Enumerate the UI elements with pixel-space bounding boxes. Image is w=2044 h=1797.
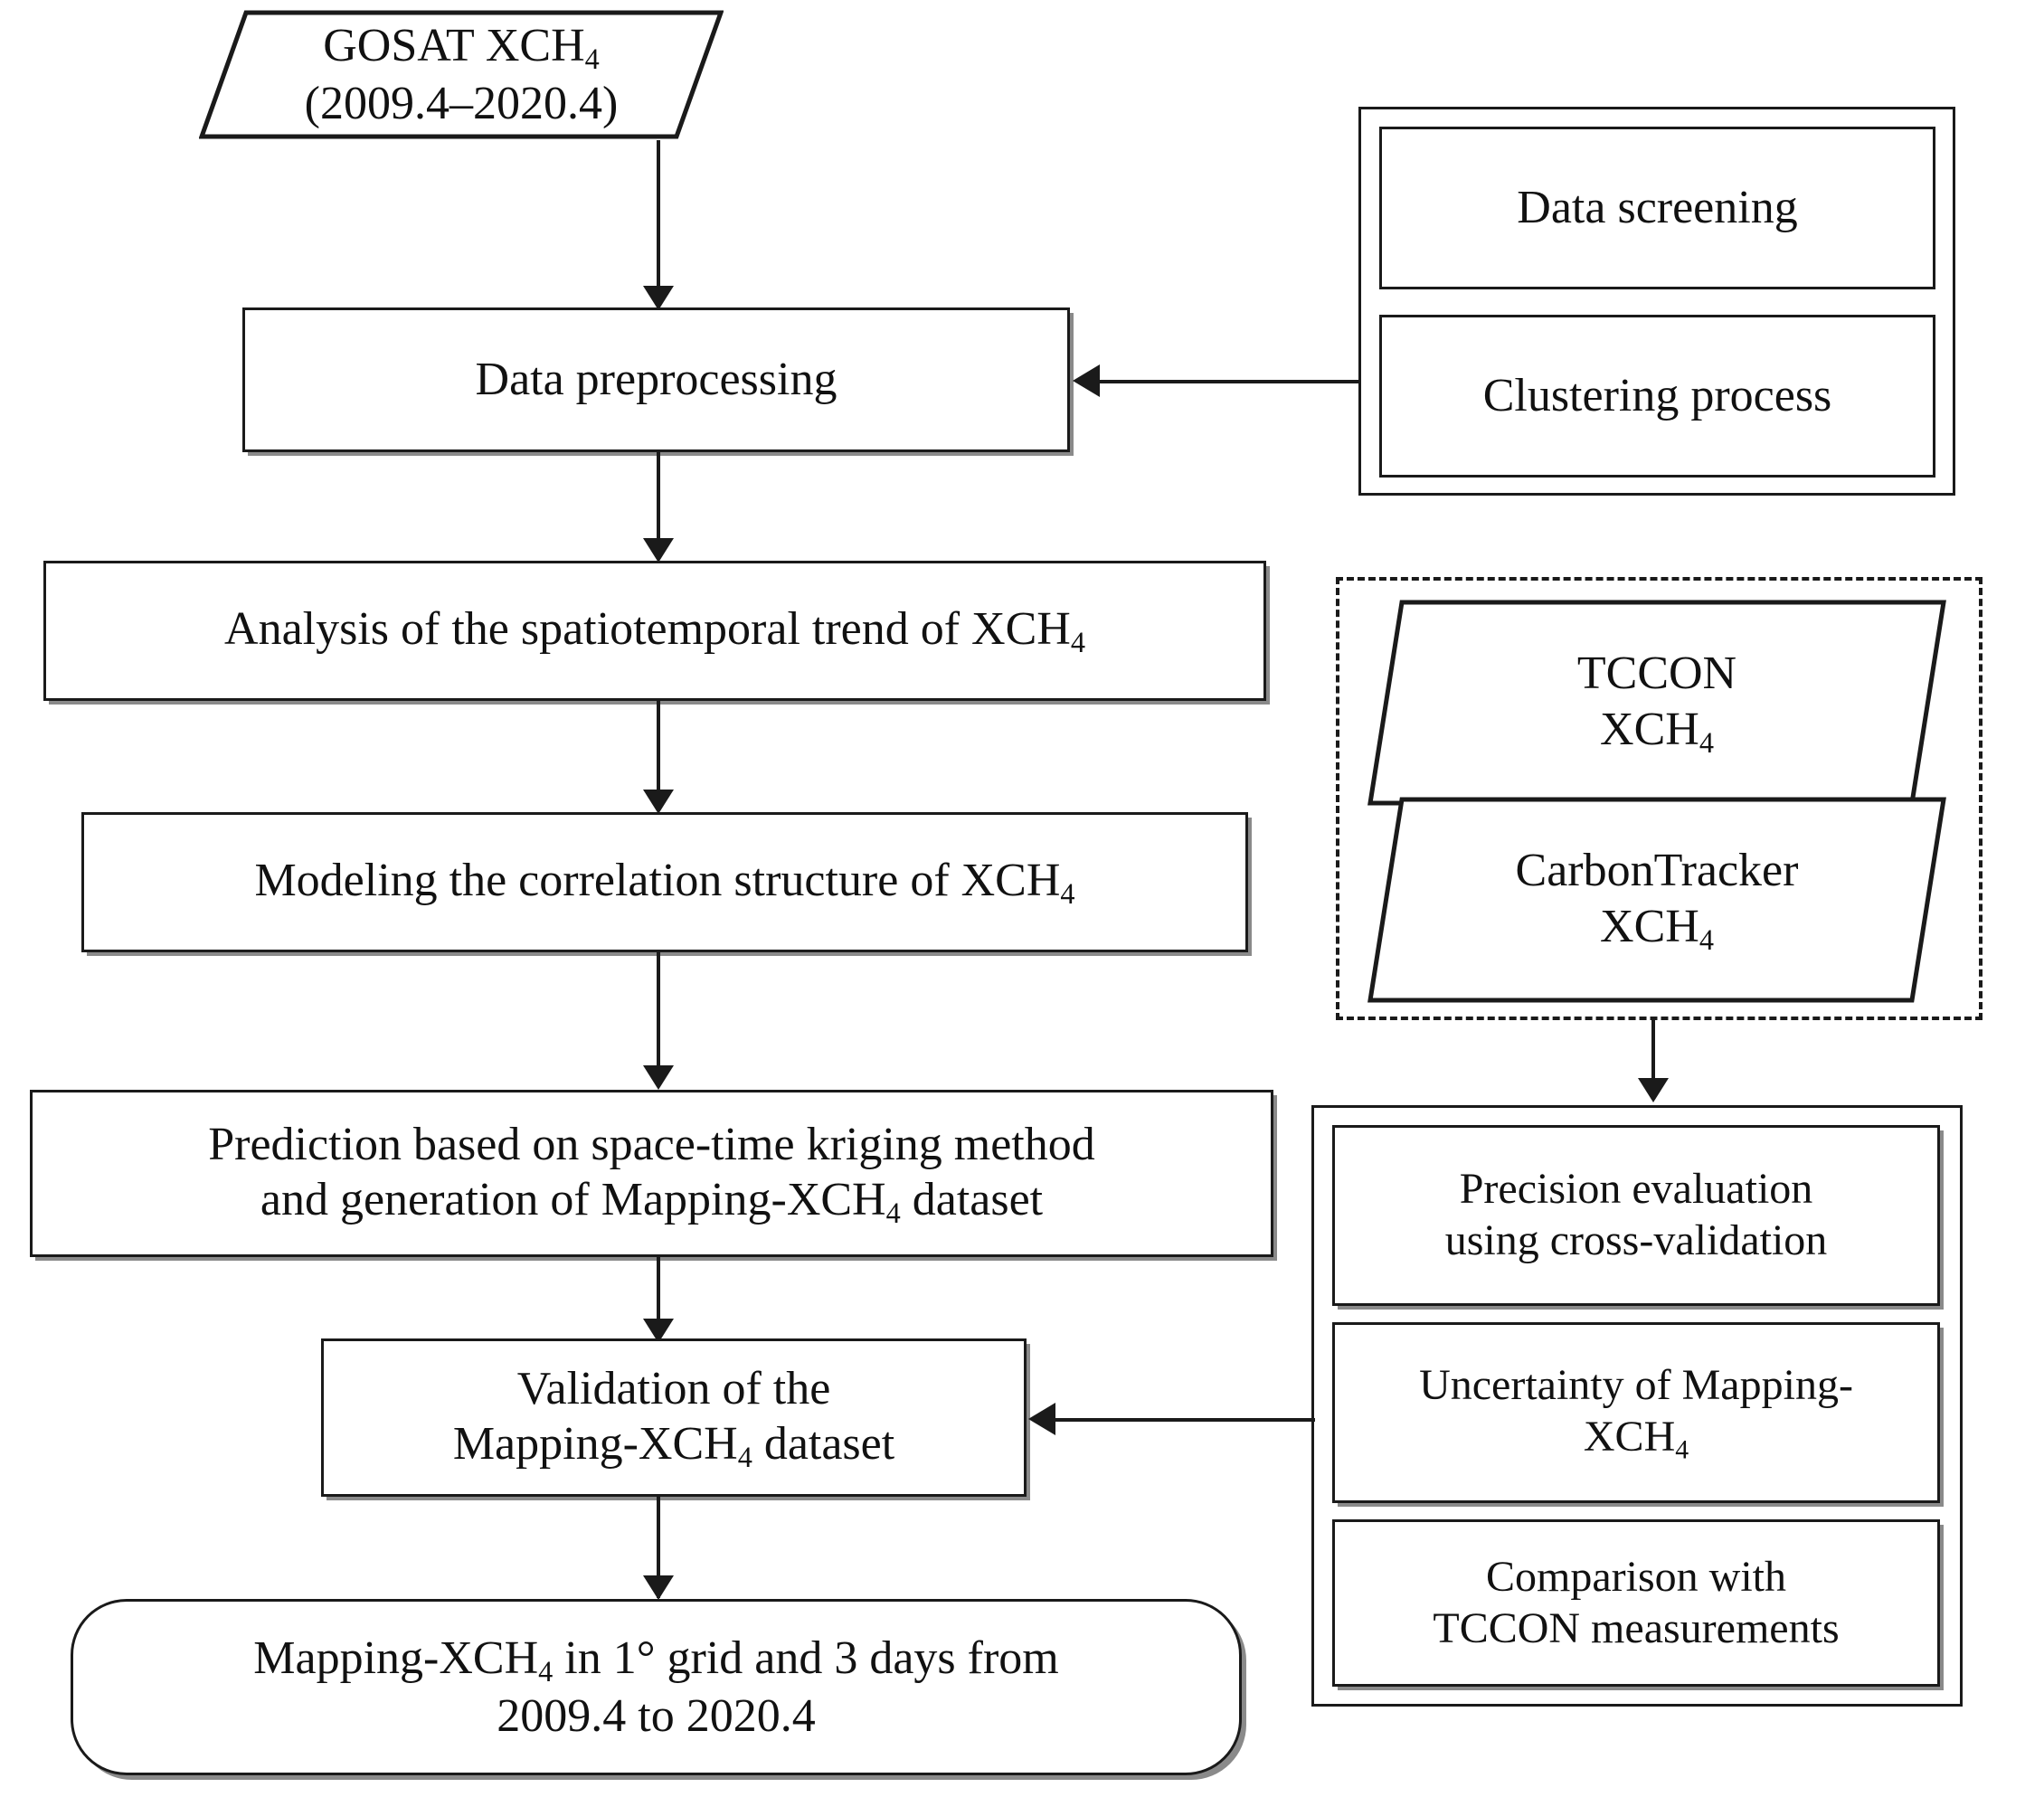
node-carbontracker-source[interactable]: CarbonTracker XCH4: [1367, 796, 1946, 1004]
tccon-subscript: 4: [1699, 725, 1714, 759]
node-data-preprocessing[interactable]: Data preprocessing: [242, 307, 1070, 452]
group-reference-datasets: [1336, 577, 1982, 1020]
node-analysis-trend[interactable]: Analysis of the spatiotemporal trend of …: [43, 561, 1266, 701]
node-gosat-source-label: GOSAT XCH4 (2009.4–2020.4): [199, 18, 724, 131]
node-gosat-source[interactable]: GOSAT XCH4 (2009.4–2020.4): [199, 9, 724, 140]
comparison-line2: TCCON measurements: [1433, 1603, 1840, 1652]
node-data-screening-label: Data screening: [1517, 182, 1798, 234]
analysis-subscript: 4: [1070, 626, 1085, 659]
node-carbontracker-source-label: CarbonTracker XCH4: [1367, 843, 1946, 956]
validation-subscript: 4: [737, 1441, 752, 1474]
validation-line1: Validation of the: [516, 1362, 831, 1414]
gosat-subscript: 4: [584, 42, 600, 75]
precision-line1: Precision evaluation: [1459, 1165, 1813, 1214]
modeling-subscript: 4: [1060, 877, 1075, 911]
prediction-line1: Prediction based on space-time kriging m…: [208, 1118, 1095, 1170]
node-analysis-trend-label: Analysis of the spatiotemporal trend of …: [224, 603, 1085, 659]
output-line1: Mapping-XCH4 in 1° grid and 3 days from: [253, 1631, 1059, 1688]
node-clustering-process-label: Clustering process: [1482, 370, 1832, 422]
node-modeling-correlation[interactable]: Modeling the correlation structure of XC…: [81, 812, 1248, 952]
uncertainty-line1: Uncertainty of Mapping-: [1419, 1360, 1853, 1409]
group-evaluation-methods: [1311, 1105, 1963, 1707]
uncertainty-line2: XCH4: [1583, 1412, 1689, 1464]
comparison-line1: Comparison with: [1486, 1552, 1786, 1601]
carbontracker-subscript: 4: [1699, 922, 1714, 956]
tccon-line1: TCCON: [1576, 648, 1737, 700]
node-data-screening[interactable]: Data screening: [1379, 127, 1935, 289]
carbontracker-line1: CarbonTracker: [1515, 845, 1799, 897]
output-line2: 2009.4 to 2020.4: [497, 1689, 816, 1742]
parallelogram-shape: [199, 10, 724, 139]
node-tccon-source[interactable]: TCCON XCH4: [1367, 599, 1946, 807]
node-prediction-kriging-label: Prediction based on space-time kriging m…: [33, 1117, 1271, 1230]
precision-line2: using cross-validation: [1444, 1216, 1828, 1264]
node-prediction-kriging[interactable]: Prediction based on space-time kriging m…: [30, 1090, 1273, 1257]
prediction-line2: and generation of Mapping-XCH4 dataset: [260, 1174, 1044, 1230]
uncertainty-subscript: 4: [1675, 1433, 1689, 1464]
node-tccon-source-label: TCCON XCH4: [1367, 646, 1946, 759]
parallelogram-shape: [1367, 797, 1946, 1003]
node-data-preprocessing-label: Data preprocessing: [475, 354, 837, 406]
node-validation-label: Validation of the Mapping-XCH4 dataset: [324, 1361, 1024, 1474]
carbontracker-line2: XCH4: [1600, 900, 1714, 956]
node-final-output-label: Mapping-XCH4 in 1° grid and 3 days from …: [73, 1631, 1239, 1744]
tccon-line2: XCH4: [1600, 703, 1714, 759]
node-comparison-tccon[interactable]: Comparison with TCCON measurements: [1332, 1519, 1940, 1687]
node-final-output[interactable]: Mapping-XCH4 in 1° grid and 3 days from …: [71, 1599, 1242, 1775]
validation-line2: Mapping-XCH4 dataset: [452, 1418, 895, 1474]
node-precision-evaluation[interactable]: Precision evaluation using cross-validat…: [1332, 1125, 1940, 1306]
gosat-line2: (2009.4–2020.4): [304, 77, 619, 129]
group-preprocessing-methods: [1358, 107, 1955, 496]
node-comparison-tccon-label: Comparison with TCCON measurements: [1335, 1552, 1937, 1654]
node-clustering-process[interactable]: Clustering process: [1379, 315, 1935, 478]
node-modeling-correlation-label: Modeling the correlation structure of XC…: [254, 855, 1075, 911]
node-uncertainty-mapping-label: Uncertainty of Mapping- XCH4: [1335, 1360, 1937, 1465]
node-uncertainty-mapping[interactable]: Uncertainty of Mapping- XCH4: [1332, 1322, 1940, 1503]
node-precision-evaluation-label: Precision evaluation using cross-validat…: [1335, 1164, 1937, 1266]
node-validation[interactable]: Validation of the Mapping-XCH4 dataset: [321, 1338, 1027, 1497]
prediction-subscript: 4: [885, 1196, 901, 1230]
output-subscript: 4: [538, 1654, 554, 1688]
gosat-line1: GOSAT XCH4: [323, 19, 600, 75]
